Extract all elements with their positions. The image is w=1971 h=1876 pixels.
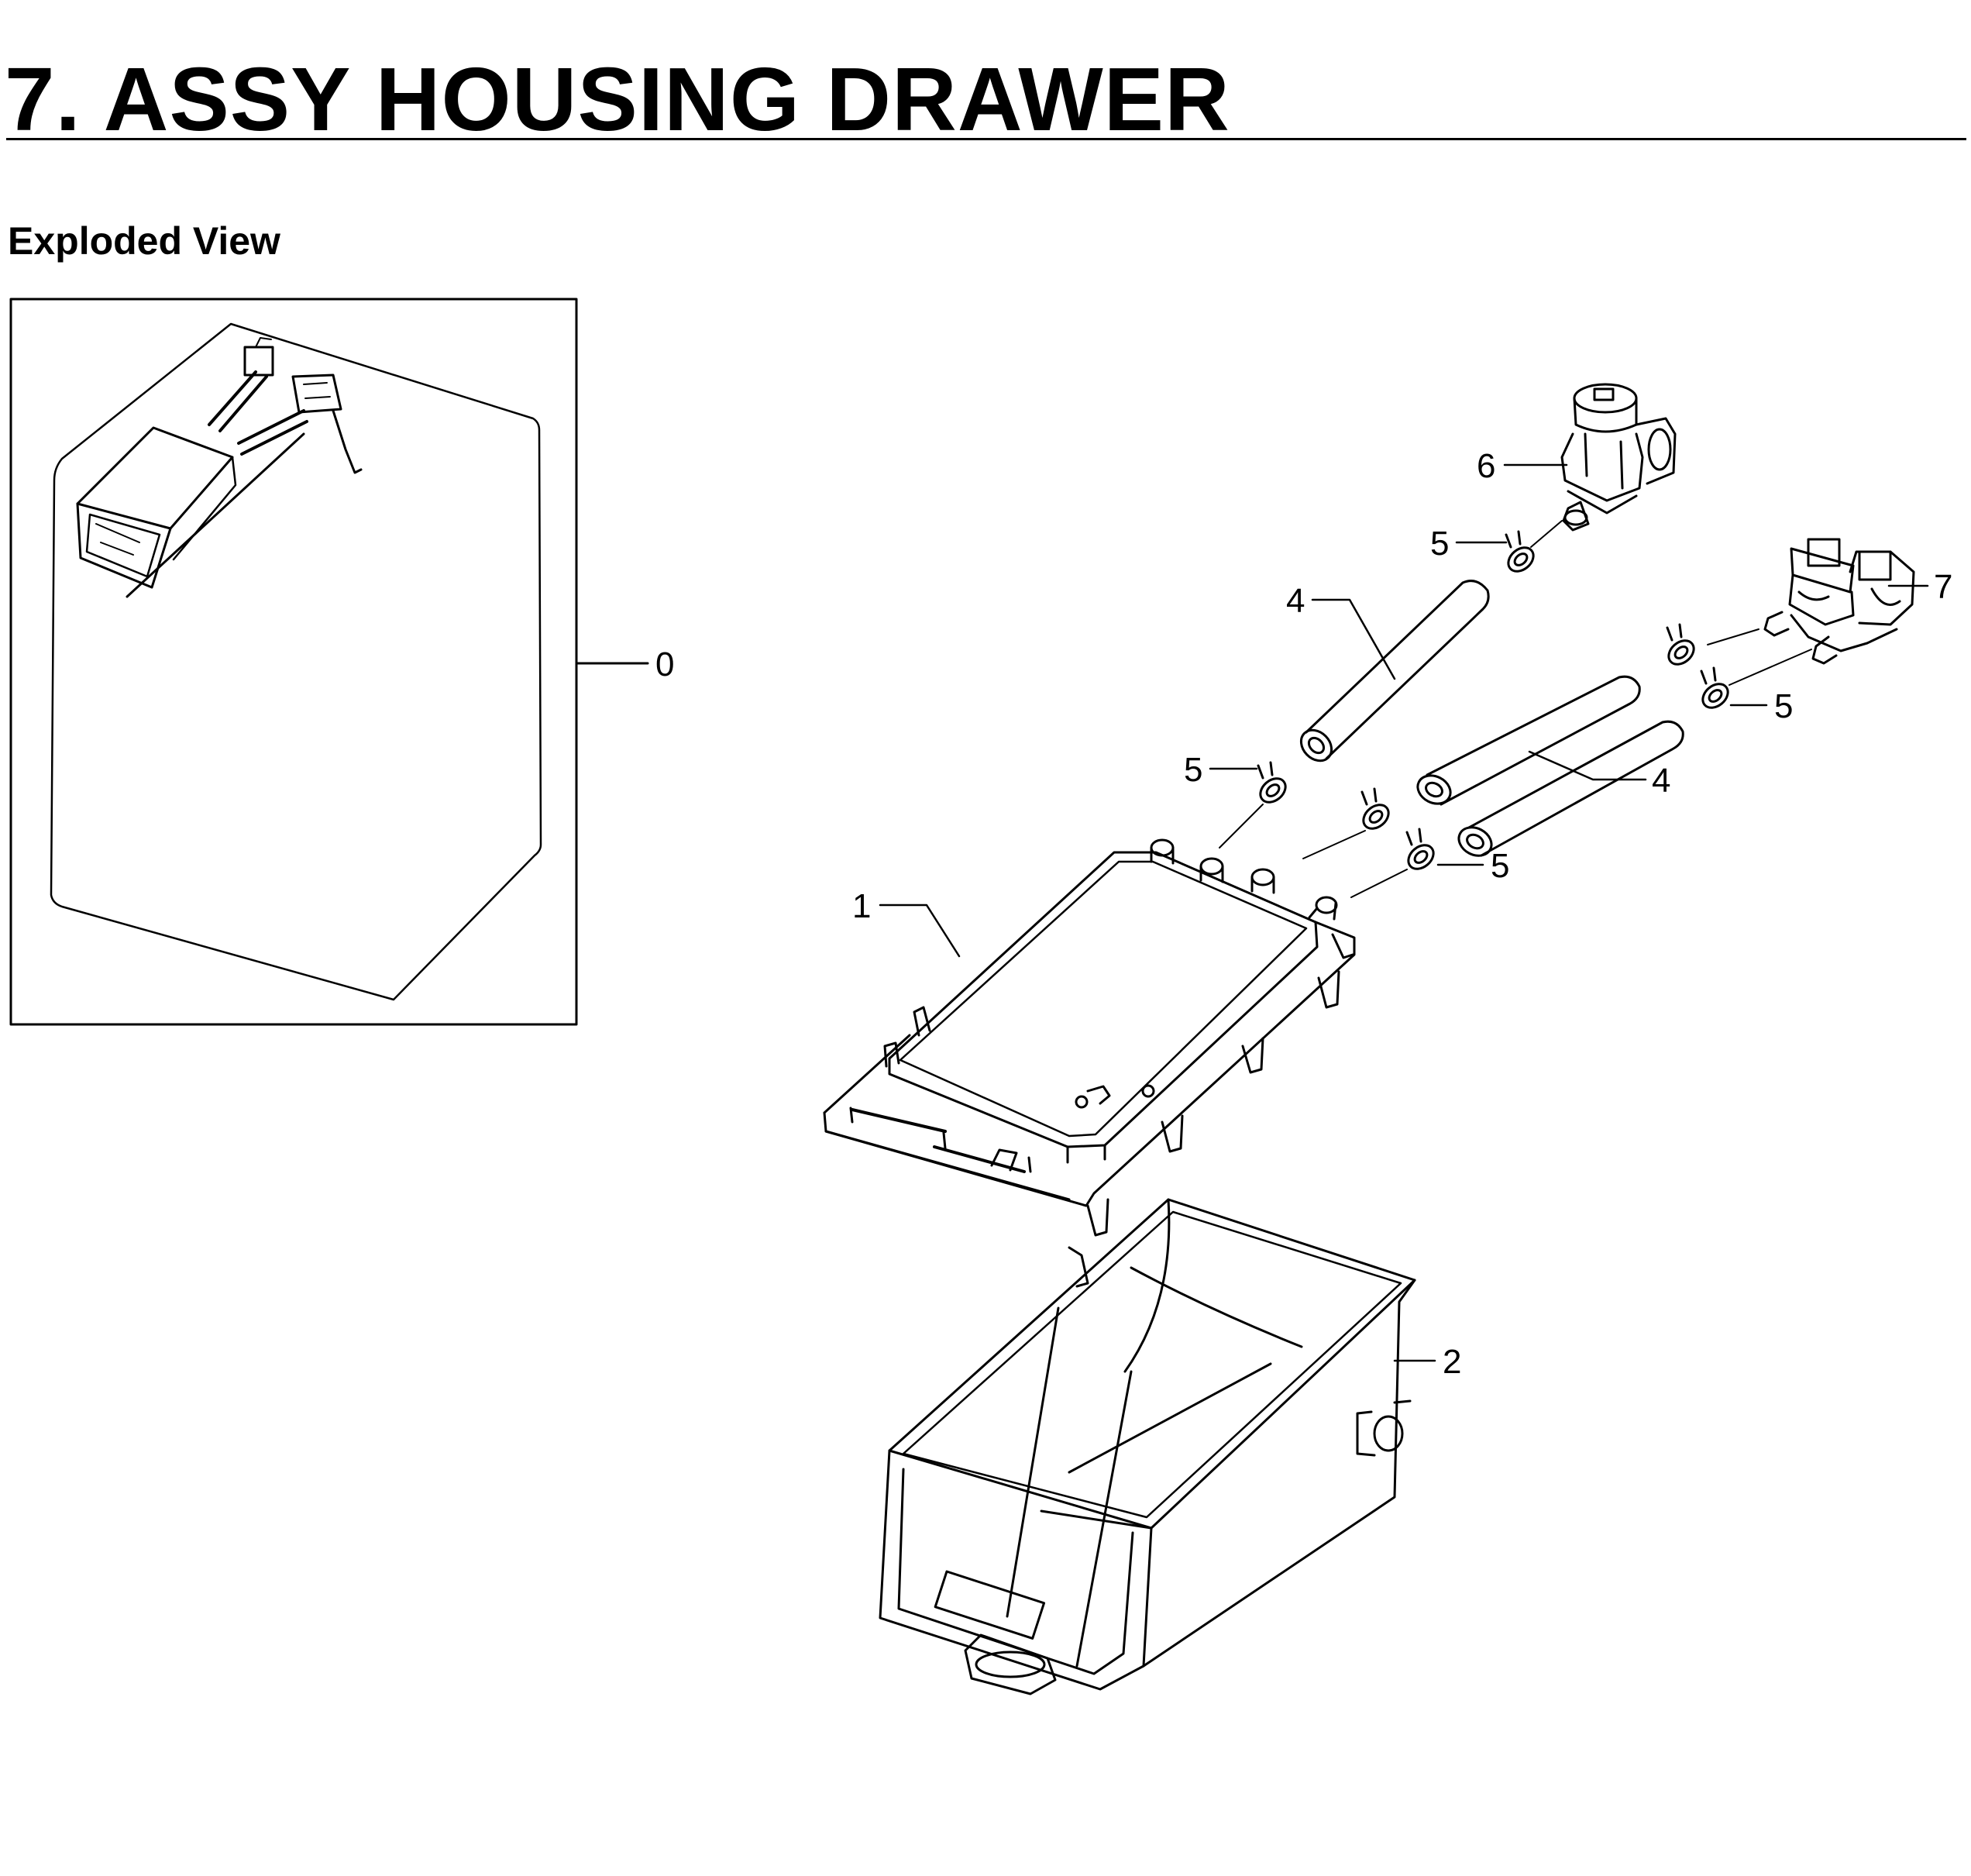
section-subtitle: Exploded View [8,219,280,263]
hose-clamp-right-lower [1700,666,1729,709]
callout-4-upper: 4 [1286,582,1305,620]
hose-upper [1299,580,1490,762]
leader-line-1 [879,904,961,958]
housing-cover [823,838,1356,1237]
inset-assembly-thumbnail [9,298,578,1026]
hose-clamp-top [1505,530,1535,573]
callout-5-lower: 5 [1491,847,1509,885]
callout-5-top: 5 [1430,525,1449,563]
leader-line-4-lower [1528,750,1647,781]
page-title: 7. ASSY HOUSING DRAWER [5,49,1230,150]
water-valve-double [1763,538,1915,665]
callout-2: 2 [1443,1343,1461,1381]
callout-4-lower: 4 [1652,762,1670,800]
callout-7: 7 [1934,568,1952,606]
drawer-housing [879,1198,1416,1695]
assembly-guide-lines [1219,520,1812,898]
water-valve-single [1560,383,1677,532]
callout-5-right: 5 [1774,687,1793,725]
hose-clamp-upper-left [1257,761,1287,804]
hose-lower-right [1457,720,1684,857]
callout-6: 6 [1477,447,1495,485]
leader-line-4-upper [1311,598,1396,680]
leader-lines [879,463,1929,1362]
hose-clamp-lower-left [1405,828,1435,870]
title-underline [6,138,1966,140]
callout-1: 1 [852,887,871,925]
callout-0: 0 [655,645,674,683]
callout-5-left: 5 [1184,751,1202,789]
hose-lower-left [1416,675,1641,806]
hose-clamp-middle-left [1360,787,1390,830]
hose-clamp-right-upper [1666,623,1695,666]
